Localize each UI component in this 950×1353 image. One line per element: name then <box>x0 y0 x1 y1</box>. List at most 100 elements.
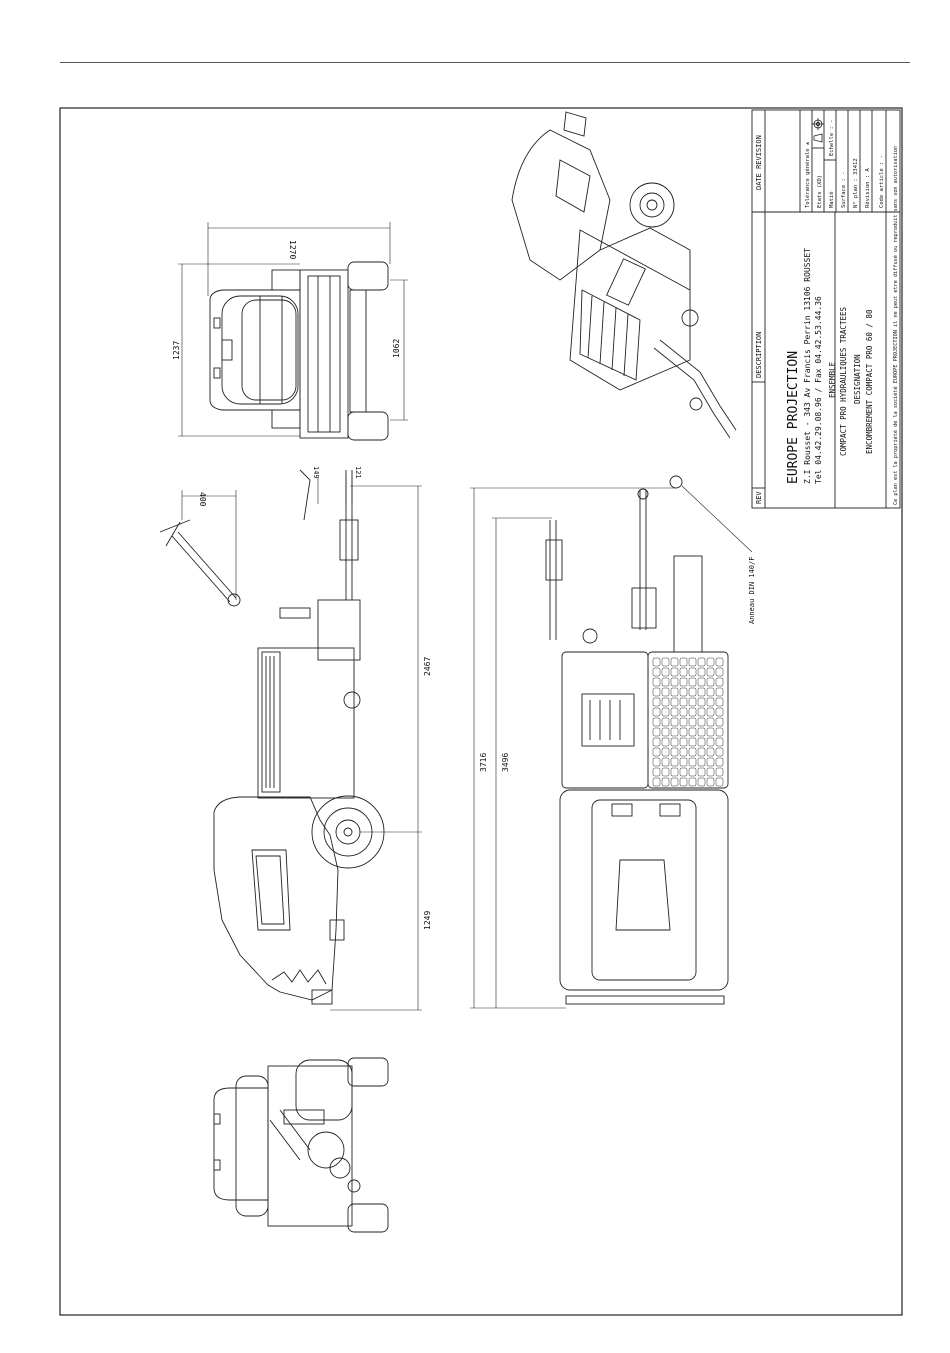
page-top-rule <box>60 62 910 63</box>
mesh-cell <box>715 727 724 737</box>
mesh-cell <box>679 717 688 727</box>
mesh-cell <box>679 747 688 757</box>
mesh-cell <box>652 767 661 777</box>
mesh-cell <box>652 687 661 697</box>
ensemble-value: COMPACT PRO HYDRAULIQUES TRACTEES <box>839 307 848 456</box>
mesh-cell <box>706 747 715 757</box>
mesh-cell <box>679 657 688 667</box>
company-address: Z.I Rousset - 343 Av Francis Perrin 1310… <box>803 248 812 484</box>
designation-label: DESIGNATION <box>853 354 862 404</box>
mesh-cell <box>661 727 670 737</box>
mesh-cell <box>661 697 670 707</box>
mesh-cell <box>652 737 661 747</box>
mesh-cell <box>652 707 661 717</box>
mesh-cell <box>652 747 661 757</box>
mesh-cell <box>706 677 715 687</box>
mesh-cell <box>661 677 670 687</box>
mesh-cell <box>670 777 679 787</box>
mesh-cell <box>706 657 715 667</box>
mesh-cell <box>652 777 661 787</box>
mesh-cell <box>688 737 697 747</box>
mesh-cell <box>697 667 706 677</box>
mesh-cell <box>697 757 706 767</box>
side-view-drawing <box>159 469 385 1005</box>
dim-top-inner: 1062 <box>392 339 401 358</box>
mesh-cell <box>706 777 715 787</box>
side-view-dimensions <box>181 478 422 1011</box>
mesh-cell <box>679 777 688 787</box>
dim-overall-inner: 3496 <box>501 753 510 772</box>
mesh-cell <box>715 747 724 757</box>
mesh-cell <box>661 687 670 697</box>
mesh-cell <box>697 727 706 737</box>
mesh-cell <box>670 737 679 747</box>
revision-field: Révision : A <box>864 168 871 208</box>
mesh-cell <box>706 697 715 707</box>
mesh-cell <box>706 727 715 737</box>
tolerance-field: Tolérance générale ± <box>804 141 811 208</box>
mesh-cell <box>688 657 697 667</box>
mesh-cell <box>697 677 706 687</box>
matiere-field: Matiè <box>828 191 835 208</box>
mesh-cell <box>706 767 715 777</box>
dim-small-a: 149 <box>312 466 320 479</box>
mesh-cell <box>679 767 688 777</box>
projection-symbol-icon <box>812 118 824 143</box>
mesh-cell <box>688 667 697 677</box>
mesh-cell <box>697 687 706 697</box>
mesh-cell <box>697 737 706 747</box>
mesh-cell <box>688 727 697 737</box>
top-view-dimensions <box>178 222 408 437</box>
mesh-cell <box>688 707 697 717</box>
mesh-cell <box>652 757 661 767</box>
mesh-cell <box>706 667 715 677</box>
dim-side-front: 2467 <box>423 657 432 676</box>
etats-field: Etats (XD) <box>817 175 823 208</box>
mesh-cell <box>697 707 706 717</box>
mesh-cell <box>697 777 706 787</box>
mesh-cell <box>670 677 679 687</box>
mesh-cell <box>670 687 679 697</box>
mesh-cell <box>715 707 724 717</box>
title-block <box>751 109 901 509</box>
isometric-view-drawing <box>511 111 737 439</box>
mesh-cell <box>697 657 706 667</box>
mesh-cell <box>670 697 679 707</box>
company-phone: Tel 04.42.29.08.96 / Fax 04.42.53.44.36 <box>814 296 823 484</box>
mesh-cell <box>688 767 697 777</box>
mesh-cell <box>706 707 715 717</box>
mesh-cell <box>670 727 679 737</box>
mesh-cell <box>688 747 697 757</box>
mesh-cell <box>679 727 688 737</box>
mesh-cell <box>715 667 724 677</box>
mesh-cell <box>670 767 679 777</box>
mesh-cell <box>661 707 670 717</box>
mesh-cell <box>697 747 706 757</box>
echelle-field: Echelle : - <box>829 120 835 156</box>
mesh-cell <box>706 757 715 767</box>
rear-view-drawing <box>213 1057 389 1233</box>
mesh-cell <box>652 717 661 727</box>
mesh-cell <box>697 717 706 727</box>
plan-number-field: N° plan : 33412 <box>853 158 859 208</box>
mesh-cell <box>715 697 724 707</box>
mesh-cell <box>670 667 679 677</box>
mesh-cell <box>715 677 724 687</box>
mesh-cell <box>706 717 715 727</box>
mesh-cell <box>661 717 670 727</box>
mesh-cell <box>661 777 670 787</box>
mesh-cell <box>688 757 697 767</box>
drawing-frame <box>59 107 903 1316</box>
mesh-cell <box>715 737 724 747</box>
mesh-cell <box>679 677 688 687</box>
dim-top-width: 1270 <box>288 240 297 259</box>
mesh-cell <box>706 687 715 697</box>
front-view-drawing <box>545 475 729 1005</box>
mesh-cell <box>661 767 670 777</box>
mesh-cell <box>670 747 679 757</box>
mesh-cell <box>670 707 679 717</box>
mesh-cell <box>652 727 661 737</box>
mesh-cell <box>652 697 661 707</box>
mesh-cell <box>652 657 661 667</box>
